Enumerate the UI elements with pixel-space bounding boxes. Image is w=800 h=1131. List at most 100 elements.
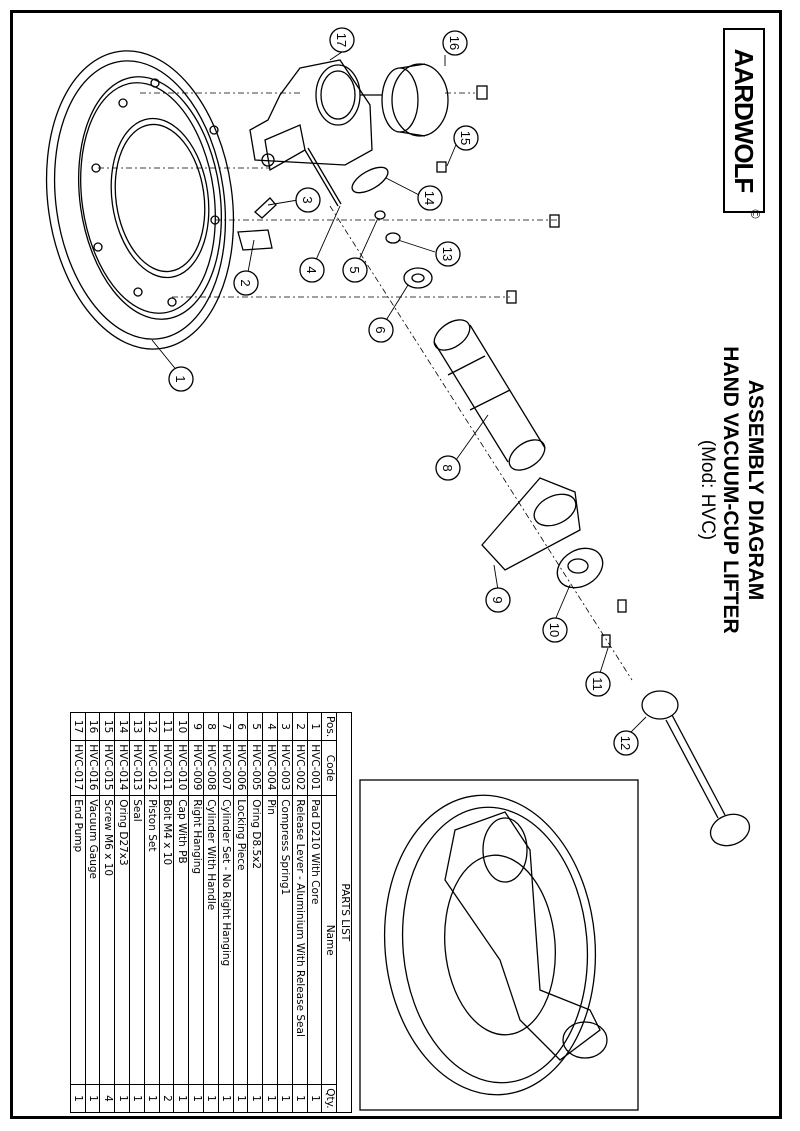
cell-name: Locking Piece xyxy=(233,795,248,1085)
header-name: Name xyxy=(321,795,337,1085)
cell-code: HVC-012 xyxy=(144,740,160,796)
callout-15: 15 xyxy=(458,131,473,145)
cell-pos: 11 xyxy=(159,712,174,741)
callout-13: 13 xyxy=(440,247,455,261)
cell-code: HVC-001 xyxy=(307,740,322,796)
cell-name: Compress Spring1 xyxy=(277,795,293,1085)
cell-pos: 14 xyxy=(114,712,130,741)
cell-name: Pin xyxy=(262,795,278,1085)
callout-16: 16 xyxy=(447,36,462,50)
cell-code: HVC-011 xyxy=(159,740,174,796)
callout-4: 4 xyxy=(304,266,319,273)
cell-code: HVC-002 xyxy=(292,740,308,796)
callout-labels: 1 2 3 4 5 6 8 9 10 11 12 13 14 15 16 17 xyxy=(173,33,633,750)
pad-part xyxy=(45,50,560,350)
cell-code: HVC-006 xyxy=(233,740,248,796)
callout-17: 17 xyxy=(334,33,349,47)
callout-3: 3 xyxy=(300,196,315,203)
cell-pos: 1 xyxy=(307,712,322,741)
cell-qty: 2 xyxy=(159,1084,174,1113)
cell-code: HVC-013 xyxy=(129,740,145,796)
cell-code: HVC-014 xyxy=(114,740,130,796)
cell-code: HVC-010 xyxy=(173,740,189,796)
cell-name: End Pump xyxy=(70,795,86,1085)
piston-part xyxy=(641,690,751,847)
callout-14: 14 xyxy=(422,191,437,205)
cell-pos: 8 xyxy=(203,712,219,741)
cell-name: Cylinder Set - No Right Hanging xyxy=(218,795,234,1085)
cell-code: HVC-009 xyxy=(188,740,204,796)
cell-qty: 1 xyxy=(277,1084,293,1113)
cell-qty: 1 xyxy=(307,1084,322,1113)
callout-12: 12 xyxy=(618,736,633,750)
cell-pos: 12 xyxy=(144,712,160,741)
callout-10: 10 xyxy=(547,623,562,637)
cell-name: Cap With PB xyxy=(173,795,189,1085)
cell-qty: 1 xyxy=(203,1084,219,1113)
cell-name: Screw M6 x 10 xyxy=(99,795,115,1085)
header-pos: Pos. xyxy=(321,712,337,741)
cell-name: Vacuum Gauge xyxy=(85,795,100,1085)
cell-code: HVC-005 xyxy=(247,740,263,796)
cell-qty: 1 xyxy=(218,1084,234,1113)
cap-part xyxy=(556,547,627,648)
cylinder-part xyxy=(329,205,633,681)
cell-qty: 1 xyxy=(233,1084,248,1113)
cell-pos: 10 xyxy=(173,712,189,741)
callout-2: 2 xyxy=(238,279,253,286)
cell-qty: 1 xyxy=(188,1084,204,1113)
parts-list-caption: PARTS LIST xyxy=(336,712,352,1113)
cell-qty: 1 xyxy=(129,1084,145,1113)
cell-pos: 6 xyxy=(233,712,248,741)
cell-code: HVC-008 xyxy=(203,740,219,796)
cell-name: Piston Set xyxy=(144,795,160,1085)
cell-qty: 1 xyxy=(144,1084,160,1113)
cell-name: Release Lever - Aluminium With Release S… xyxy=(292,795,308,1085)
cell-qty: 1 xyxy=(70,1084,86,1113)
cell-name: Bolt M4 x 10 xyxy=(159,795,174,1085)
cell-qty: 1 xyxy=(247,1084,263,1113)
callout-circles xyxy=(168,27,639,756)
callout-6: 6 xyxy=(373,326,388,333)
cell-pos: 7 xyxy=(218,712,234,741)
cell-pos: 4 xyxy=(262,712,278,741)
cell-code: HVC-003 xyxy=(277,740,293,796)
callout-5: 5 xyxy=(347,266,362,273)
cell-qty: 4 xyxy=(99,1084,115,1113)
cell-code: HVC-004 xyxy=(262,740,278,796)
cell-qty: 1 xyxy=(114,1084,130,1113)
cell-name: Oring D8.5x2 xyxy=(247,795,263,1085)
cell-pos: 16 xyxy=(85,712,100,741)
cell-qty: 1 xyxy=(292,1084,308,1113)
cell-pos: 17 xyxy=(70,712,86,741)
cell-pos: 3 xyxy=(277,712,293,741)
cell-name: Seal xyxy=(129,795,145,1085)
cell-pos: 13 xyxy=(129,712,145,741)
cell-qty: 1 xyxy=(262,1084,278,1113)
callout-9: 9 xyxy=(490,596,505,603)
cell-name: Pad D210 With Core xyxy=(307,795,322,1085)
cell-qty: 1 xyxy=(173,1084,189,1113)
callout-1: 1 xyxy=(173,375,188,382)
cell-name: Cylinder With Handle xyxy=(203,795,219,1085)
header-qty: Qty. xyxy=(321,1084,337,1113)
drawing-frame xyxy=(10,10,782,1119)
cell-pos: 15 xyxy=(99,712,115,741)
